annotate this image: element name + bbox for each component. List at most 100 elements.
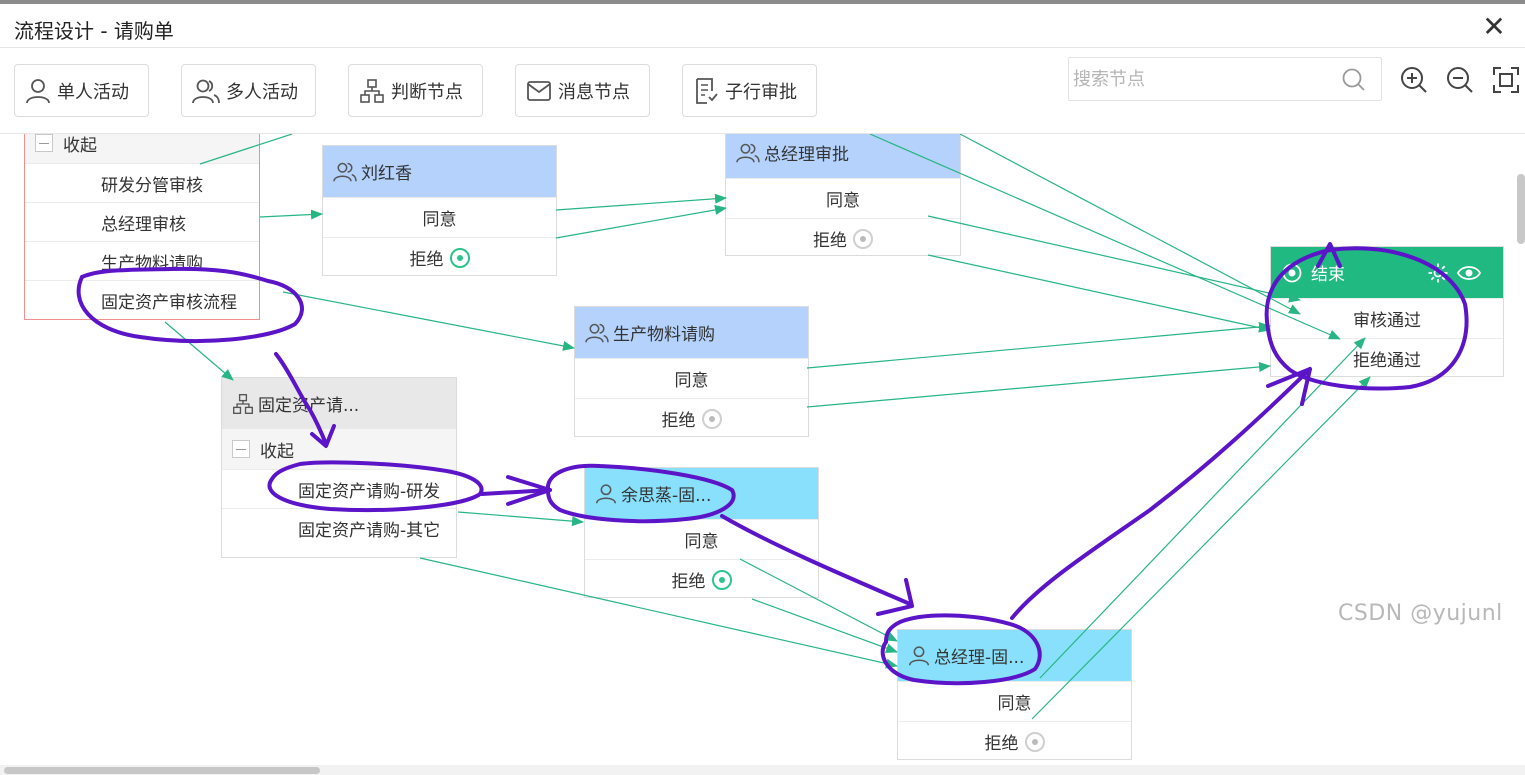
decision-node-button[interactable]: 判断节点 [348, 64, 483, 117]
top-branch-collapse-row[interactable]: 收起 [25, 134, 259, 163]
message-node-button[interactable]: 消息节点 [515, 64, 650, 117]
branch-row-label: 研发分管审核 [101, 175, 203, 196]
document-icon [696, 77, 718, 104]
title-bar: 流程设计 - 请购单 ✕ [0, 4, 1525, 48]
material-node-head[interactable]: 生产物料请购 [575, 307, 808, 358]
horizontal-scrollbar[interactable] [4, 767, 320, 774]
multi-user-icon [192, 79, 220, 103]
agree-label: 同意 [997, 694, 1032, 714]
liu-node-head[interactable]: 刘红香 [323, 146, 556, 197]
fit-screen-icon[interactable] [1492, 66, 1520, 94]
single-activity-button[interactable]: 单人活动 [14, 64, 149, 117]
top-branch-node[interactable]: 收起 研发分管审核 总经理审核 生产物料请购 固定资产审核流程 [24, 134, 260, 320]
multi-user-icon [736, 143, 760, 163]
branch-row-label: 生产物料请购 [101, 253, 203, 274]
zoom-in-icon[interactable] [1400, 66, 1428, 94]
asset-branch-collapse-label: 收起 [260, 441, 294, 462]
asset-branch-collapse-row[interactable]: 收起 [222, 429, 456, 469]
close-icon[interactable]: ✕ [1482, 10, 1506, 43]
gm-asset-node-head[interactable]: 总经理-固... [898, 630, 1131, 681]
branch-row-asset-other[interactable]: 固定资产请购-其它 [222, 508, 456, 547]
gm-approve-node-head[interactable]: 总经理审批 [726, 134, 960, 178]
agree-label: 同意 [674, 371, 709, 391]
window-title: 流程设计 - 请购单 [14, 19, 174, 43]
watermark: CSDN @yujunl [1338, 601, 1503, 626]
gm-asset-node-title: 总经理-固... [934, 648, 1025, 668]
gm-asset-reject-row[interactable]: 拒绝 [898, 721, 1131, 761]
horizontal-scroll-track [0, 765, 1525, 775]
radio-icon[interactable] [1024, 731, 1045, 752]
agree-label: 同意 [826, 191, 860, 211]
sub-row-approval-button[interactable]: 子行审批 [682, 64, 817, 117]
gear-icon[interactable] [1427, 262, 1449, 284]
toolbar: 单人活动 多人活动 判断节点 消息节点 子行审批 [0, 48, 1525, 134]
radio-icon[interactable] [701, 408, 722, 429]
flow-canvas[interactable]: 收起 研发分管审核 总经理审核 生产物料请购 固定资产审核流程 刘红香 同意 拒… [0, 134, 1525, 775]
liu-node[interactable]: 刘红香 同意 拒绝 [322, 145, 557, 276]
sub-row-approval-label: 子行审批 [725, 81, 797, 103]
yu-node-title: 余思蒸-固... [621, 486, 712, 506]
branch-node-icon [360, 78, 384, 103]
asset-branch-title: 固定资产请... [258, 396, 360, 416]
material-agree-row[interactable]: 同意 [575, 358, 808, 398]
multi-user-icon [333, 162, 357, 182]
yu-node[interactable]: 余思蒸-固... 同意 拒绝 [584, 467, 819, 598]
gm-approve-agree-row[interactable]: 同意 [726, 178, 960, 218]
search-input[interactable] [1073, 64, 1333, 94]
asset-branch-node[interactable]: 固定资产请... 收起 固定资产请购-研发 固定资产请购-其它 [221, 377, 457, 558]
end-node[interactable]: 结束 审核通过 拒绝通过 [1270, 246, 1504, 377]
single-activity-label: 单人活动 [57, 81, 129, 103]
end-node-head[interactable]: 结束 [1271, 247, 1503, 298]
eye-icon[interactable] [1457, 263, 1481, 283]
message-node-label: 消息节点 [558, 81, 630, 103]
multi-activity-label: 多人活动 [226, 81, 298, 103]
reject-label: 拒绝 [661, 411, 696, 431]
liu-reject-row[interactable]: 拒绝 [323, 237, 556, 277]
envelope-icon [527, 80, 551, 101]
radio-selected-icon[interactable] [711, 569, 732, 590]
single-user-icon [26, 78, 50, 103]
material-node[interactable]: 生产物料请购 同意 拒绝 [574, 306, 809, 437]
gm-approve-node-title: 总经理审批 [764, 145, 849, 165]
single-user-icon [595, 483, 617, 504]
branch-row-label: 固定资产审核流程 [101, 292, 237, 313]
branch-row-gm[interactable]: 总经理审核 [25, 202, 259, 241]
multi-activity-button[interactable]: 多人活动 [181, 64, 316, 117]
search-icon[interactable] [1341, 67, 1367, 93]
yu-reject-row[interactable]: 拒绝 [585, 559, 818, 599]
zoom-out-icon[interactable] [1446, 66, 1474, 94]
asset-branch-head[interactable]: 固定资产请... [222, 378, 456, 429]
branch-row-rd[interactable]: 研发分管审核 [25, 163, 259, 202]
liu-agree-row[interactable]: 同意 [323, 197, 556, 237]
collapse-icon[interactable] [35, 134, 53, 152]
single-user-icon [908, 645, 930, 666]
material-reject-row[interactable]: 拒绝 [575, 398, 808, 438]
collapse-icon[interactable] [232, 440, 250, 458]
radio-icon[interactable] [853, 228, 873, 249]
window-top-border [0, 0, 1525, 4]
end-pass-row[interactable]: 审核通过 [1271, 298, 1503, 338]
end-reject-pass-row[interactable]: 拒绝通过 [1271, 338, 1503, 378]
top-branch-collapse-label: 收起 [63, 135, 97, 156]
gm-approve-node[interactable]: 总经理审批 同意 拒绝 [725, 134, 961, 256]
reject-pass-label: 拒绝通过 [1353, 351, 1421, 371]
multi-user-icon [585, 323, 609, 343]
search-box [1068, 57, 1382, 101]
gm-approve-reject-row[interactable]: 拒绝 [726, 218, 960, 258]
gm-asset-node[interactable]: 总经理-固... 同意 拒绝 [897, 629, 1132, 760]
branch-row-fixed-asset[interactable]: 固定资产审核流程 [25, 280, 259, 319]
gm-asset-agree-row[interactable]: 同意 [898, 681, 1131, 721]
branch-row-asset-rd[interactable]: 固定资产请购-研发 [222, 469, 456, 508]
yu-agree-row[interactable]: 同意 [585, 519, 818, 559]
liu-node-title: 刘红香 [361, 164, 412, 184]
material-node-title: 生产物料请购 [613, 325, 715, 345]
end-node-title: 结束 [1311, 265, 1345, 285]
reject-label: 拒绝 [671, 572, 706, 592]
end-circle-icon [1282, 263, 1302, 282]
yu-node-head[interactable]: 余思蒸-固... [585, 468, 818, 519]
vertical-scrollbar[interactable] [1517, 174, 1525, 244]
branch-row-label: 固定资产请购-研发 [298, 481, 441, 502]
branch-row-material[interactable]: 生产物料请购 [25, 241, 259, 280]
radio-selected-icon[interactable] [449, 247, 470, 268]
agree-label: 同意 [422, 210, 457, 230]
